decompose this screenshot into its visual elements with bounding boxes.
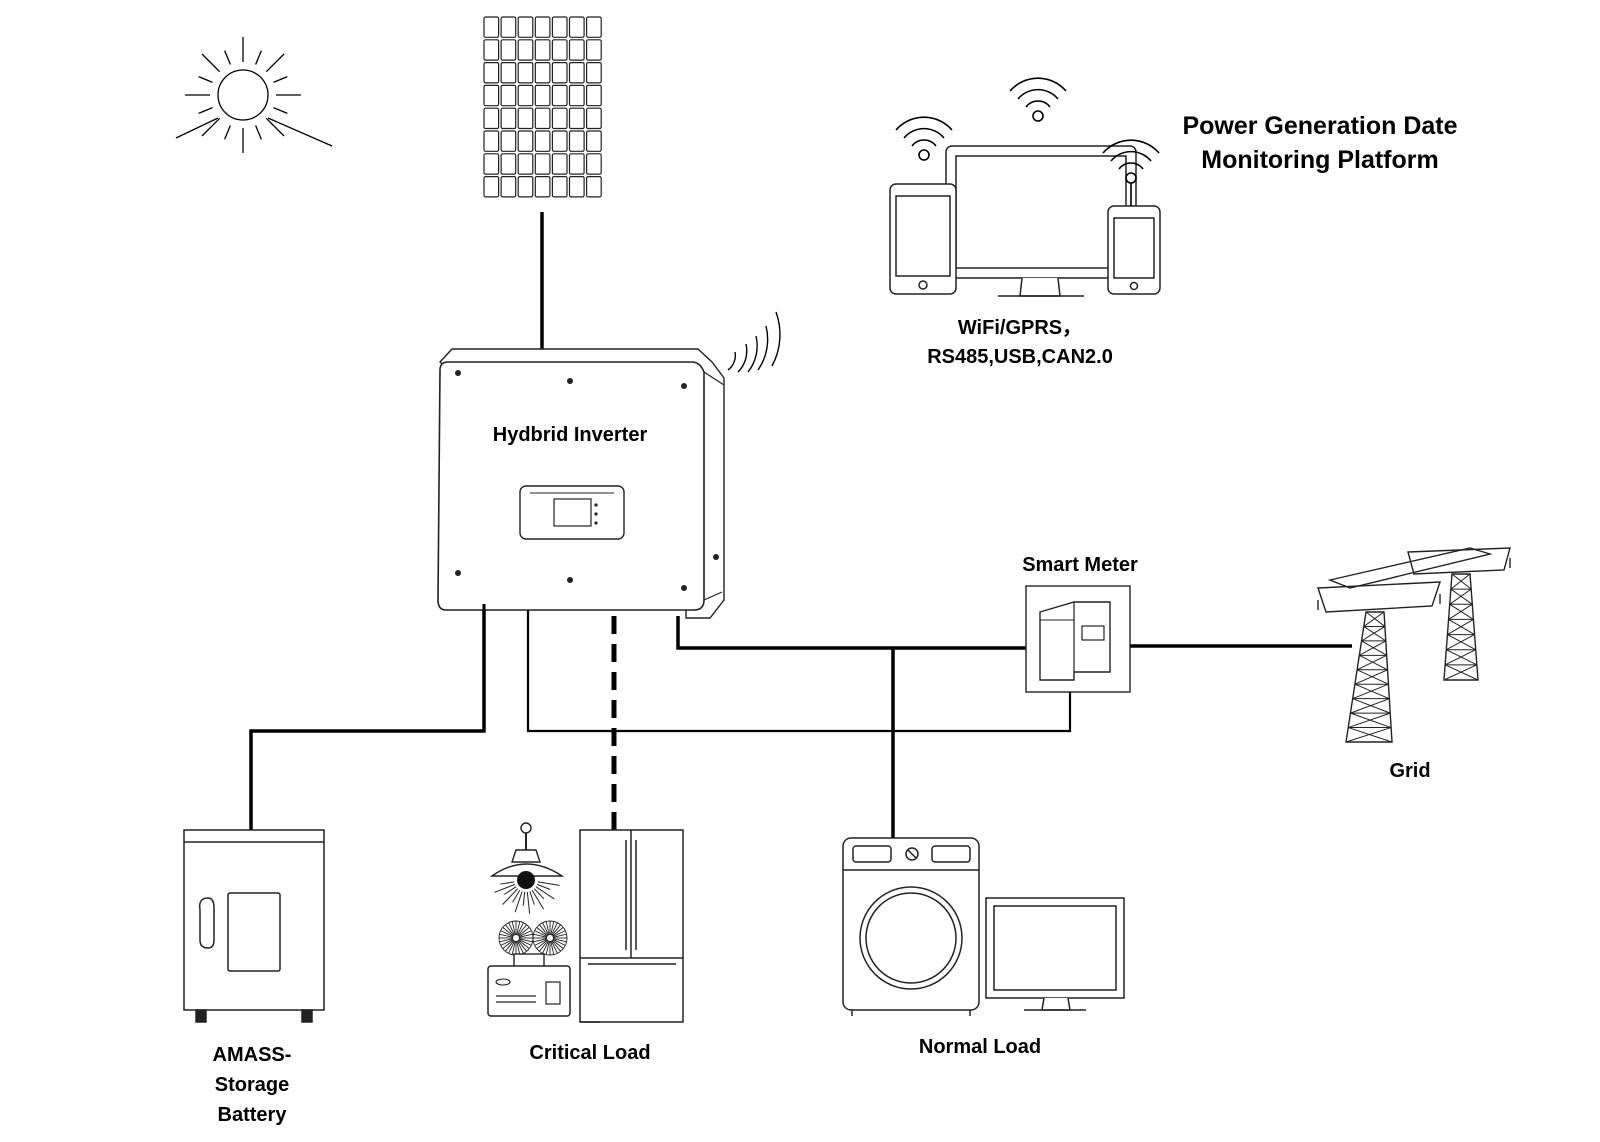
inverter-display — [519, 485, 625, 540]
grid-label: Grid — [1389, 760, 1431, 782]
battery-line-1: AMASS- — [212, 1044, 292, 1066]
ac-grid-wire — [676, 616, 1352, 650]
inverter-label: Hydbrid Inverter — [492, 424, 648, 446]
ct-wire — [526, 604, 1072, 733]
smart-meter-icon — [1025, 585, 1131, 693]
critical-load-label: Critical Load — [529, 1042, 651, 1064]
communication-line-1: WiFi/GPRS， — [957, 317, 1083, 339]
solar-panel-icon — [483, 16, 602, 198]
monitoring-platform-line-2: Monitoring Platform — [1201, 145, 1439, 174]
monitoring-platform-line-1: Power Generation Date — [1182, 112, 1458, 140]
washing-machine-icon — [842, 837, 980, 1016]
wifi-icon — [895, 77, 1160, 206]
battery-wire — [249, 604, 486, 832]
normal-load-label: Normal Load — [918, 1036, 1042, 1058]
inverter-icon — [437, 348, 725, 619]
sun-icon — [175, 37, 333, 153]
battery-label: AMASS- Storage Battery — [192, 1040, 312, 1130]
battery-cabinet-icon — [183, 829, 325, 1023]
communication-label: WiFi/GPRS， RS485,USB,CAN2.0 — [900, 314, 1140, 372]
communication-line-2: RS485,USB,CAN2.0 — [927, 346, 1113, 368]
refrigerator-icon — [579, 829, 684, 1023]
power-tower-icon — [1317, 547, 1511, 743]
ceiling-lamp-icon — [489, 822, 565, 914]
tablet-icon — [889, 183, 957, 295]
smart-meter-label: Smart Meter — [1022, 554, 1138, 576]
phone-icon — [1107, 205, 1161, 295]
wireless-signal-icon — [727, 311, 781, 373]
battery-line-2: Storage — [214, 1074, 290, 1096]
monitoring-platform-label: Power Generation Date Monitoring Platfor… — [1150, 110, 1490, 178]
battery-line-3: Battery — [217, 1104, 287, 1126]
emergency-light-icon — [487, 920, 571, 1017]
tv-icon — [985, 897, 1125, 1011]
